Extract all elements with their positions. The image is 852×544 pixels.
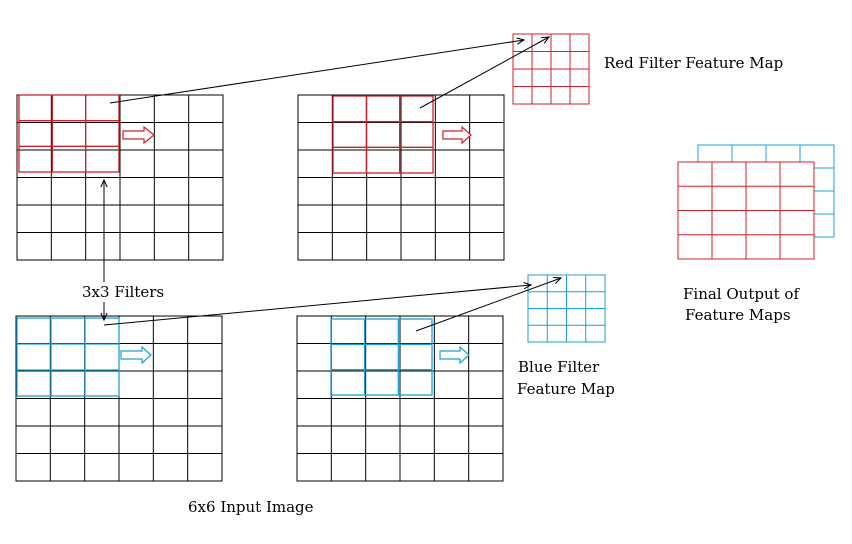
blue-feature-map-label-line1: Blue Filter — [518, 358, 600, 376]
grid-border — [16, 317, 120, 397]
red-filter-feature-map — [512, 33, 590, 105]
hollow-right-arrow-icon — [439, 345, 470, 365]
red-filter-position-1 — [18, 94, 120, 173]
filters-label: 3x3 Filters — [80, 282, 167, 302]
blue-filter-position-1 — [16, 317, 120, 397]
hollow-right-arrow-icon — [122, 125, 155, 145]
arrow-blue-filter-2-to-feature-map — [415, 278, 561, 332]
arrow-red-filter-2-to-feature-map — [419, 37, 549, 109]
input-image-grid-bottom-right — [296, 315, 504, 482]
arrow-blue-filter-to-feature-map — [103, 285, 531, 326]
final-output-label-line1: Final Output of — [683, 285, 800, 303]
blue-filter-feature-map — [527, 274, 606, 343]
final-output-red-map-front — [677, 161, 815, 260]
hollow-right-arrow-icon — [442, 125, 472, 145]
grid-border — [330, 318, 433, 396]
grid-border — [332, 95, 434, 174]
input-image-grid-top-right — [297, 94, 505, 261]
blue-filter-position-2 — [330, 318, 433, 396]
final-output-label-line2: Feature Maps — [685, 306, 791, 324]
red-filter-position-2 — [332, 95, 434, 174]
grid-border — [18, 94, 120, 173]
red-feature-map-label: Red Filter Feature Map — [604, 54, 784, 72]
arrow-red-filter-to-feature-map — [109, 40, 524, 104]
input-image-label: 6x6 Input Image — [188, 498, 314, 516]
blue-feature-map-label-line2: Feature Map — [517, 380, 615, 398]
input-image-grid-top-left — [16, 94, 224, 261]
hollow-right-arrow-icon — [120, 345, 152, 365]
